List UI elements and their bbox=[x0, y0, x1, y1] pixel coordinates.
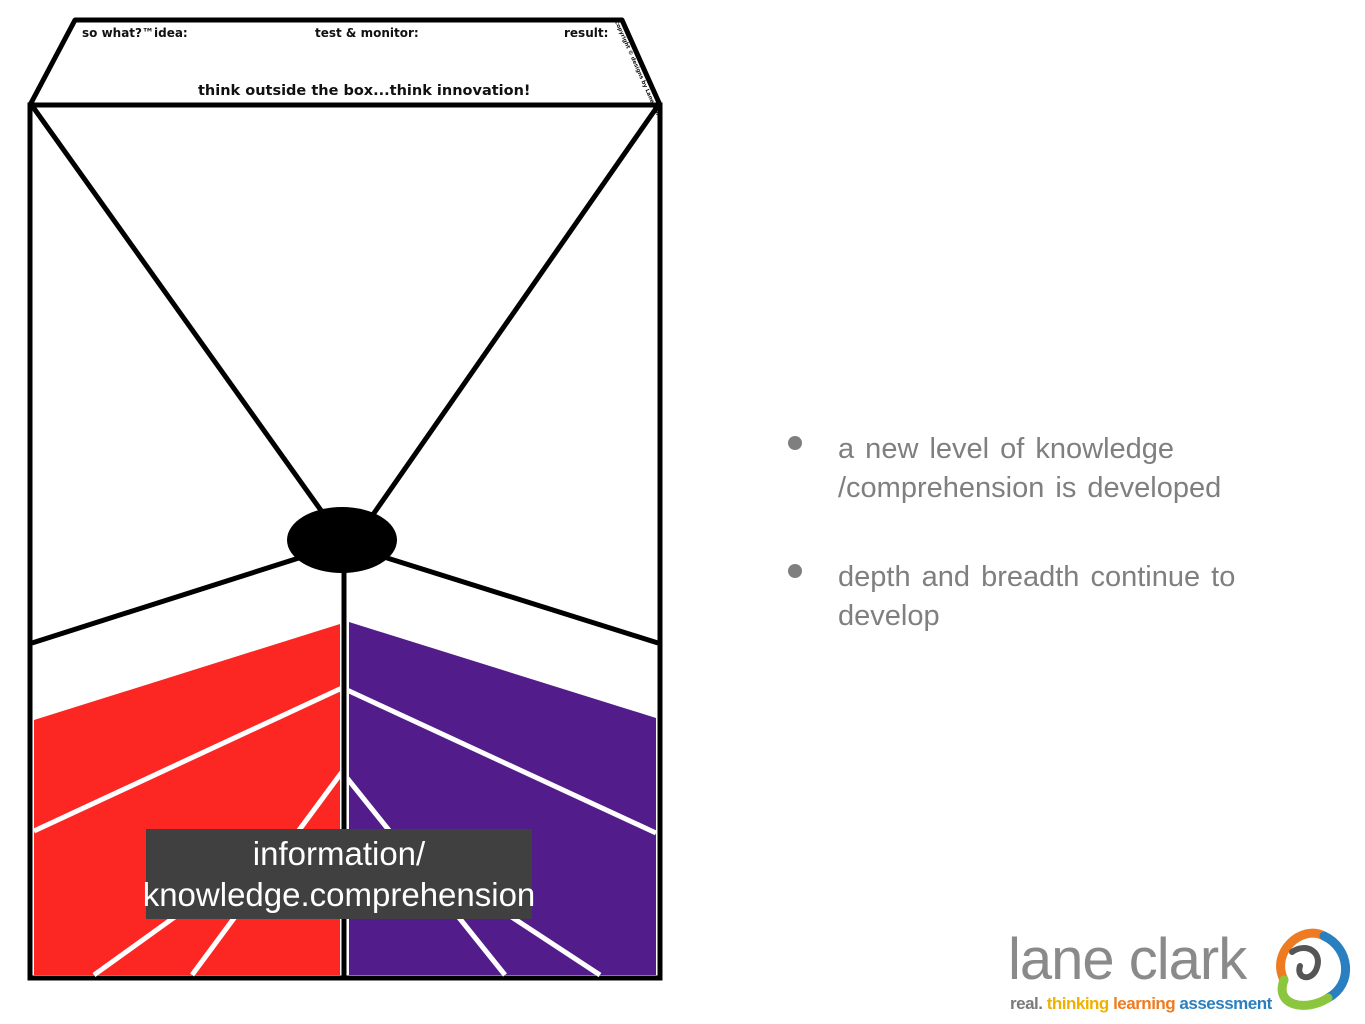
diagram-lines bbox=[30, 105, 660, 978]
lane-clark-logo: lane clark real. thinking learning asses… bbox=[1000, 922, 1360, 1022]
tagline-learning: learning bbox=[1113, 994, 1176, 1013]
bullet-item: depth and breadth continue to develop bbox=[788, 558, 1308, 636]
header-banner: think outside the box...think innovation… bbox=[198, 83, 531, 99]
bullet-1-line-1: a new level of knowledge bbox=[838, 433, 1175, 465]
diagram-caption: information/ knowledge.comprehension bbox=[143, 829, 535, 919]
tagline-real: real. bbox=[1010, 994, 1043, 1013]
bullet-dot-icon bbox=[788, 436, 802, 450]
bullet-1-line-2: /comprehension is developed bbox=[838, 472, 1222, 504]
caption-line-2: knowledge.comprehension bbox=[142, 876, 536, 913]
logo-tagline: real. thinking learning assessment bbox=[1010, 994, 1272, 1014]
header-idea-label: so what?™idea: bbox=[82, 26, 188, 40]
header-result-label: result: bbox=[564, 26, 608, 40]
bullet-dot-icon bbox=[788, 564, 802, 578]
logo-wordmark: lane clark bbox=[1008, 927, 1247, 992]
left-red-band bbox=[34, 624, 340, 975]
logo-knot-icon bbox=[1276, 928, 1350, 1010]
right-purple-band bbox=[349, 622, 656, 975]
bullet-item: a new level of knowledge /comprehension … bbox=[788, 430, 1308, 508]
bullet-2-line-1: depth and breadth continue to bbox=[838, 561, 1236, 593]
caption-line-1: information/ bbox=[252, 835, 426, 872]
tagline-thinking: thinking bbox=[1046, 994, 1110, 1013]
tagline-assessment: assessment bbox=[1179, 994, 1272, 1013]
bullet-2-line-2: develop bbox=[838, 600, 940, 632]
central-node bbox=[287, 507, 397, 573]
bullet-list: a new level of knowledge /comprehension … bbox=[788, 430, 1308, 686]
header-test-monitor-label: test & monitor: bbox=[315, 26, 419, 40]
